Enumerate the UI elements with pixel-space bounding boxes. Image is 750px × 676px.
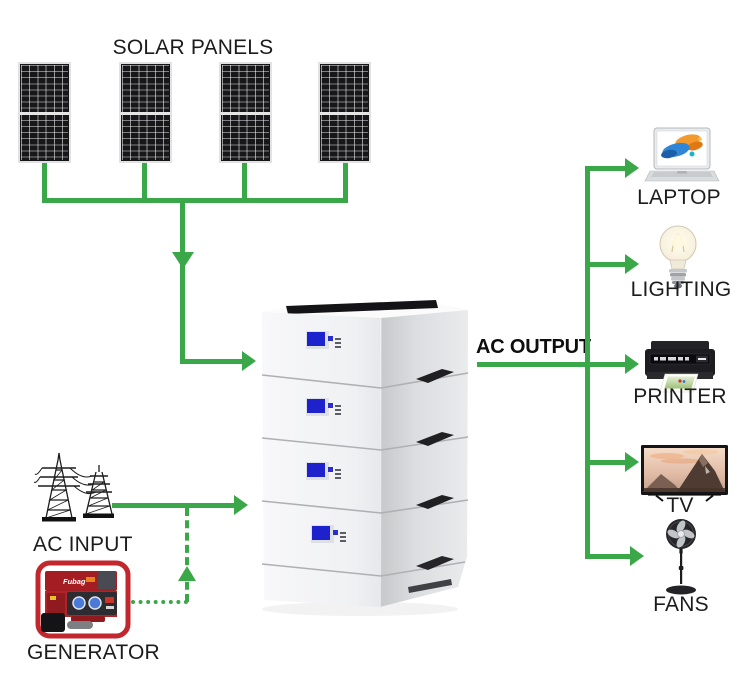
wire-solar-bus [42,198,348,203]
lightbulb-icon [659,225,697,289]
module-handle [416,495,454,509]
wire-branch-laptop [585,166,625,171]
laptop-icon [644,127,720,182]
wire-generator-dotted-horizontal [131,600,188,604]
arrow-right-icon [630,546,644,566]
wire-branch-lighting [585,262,625,267]
battery-top-cover [286,300,438,314]
solar-panel-icon [119,62,172,163]
generator-icon: Fubag [35,560,131,639]
module-handle [416,432,454,446]
arrow-right-icon [625,354,639,374]
arrow-up-icon [178,566,196,581]
tv-label: TV [666,494,694,517]
tv-icon [641,445,728,502]
battery-display [306,331,341,349]
arrow-right-icon [625,158,639,178]
wire-solar-to-battery-vertical [180,198,185,364]
lighting-label: LIGHTING [630,278,732,301]
base-vent-slot [408,579,452,593]
generator-brand-text: Fubag [63,577,86,586]
wire-panel4-drop [343,163,348,201]
battery-display [306,398,341,416]
arrow-down-icon [172,252,194,269]
wire-generator-dashed-vertical [185,508,189,602]
wire-branch-fans [585,554,630,559]
ac-input-label: AC INPUT [33,533,133,556]
generator-label: GENERATOR [27,641,160,664]
printer-icon [645,341,715,393]
arrow-right-icon [625,254,639,274]
laptop-label: LAPTOP [637,186,721,209]
wire-panel2-drop [142,163,147,201]
solar-panels-title: SOLAR PANELS [112,36,274,59]
module-handle [416,556,454,570]
battery-storage-tower [261,300,469,616]
pedestal-fan-icon [666,519,696,595]
wire-ac-output-main [477,362,625,367]
wire-panel1-drop [42,163,47,201]
wire-output-vertical-bus [585,166,590,559]
wire-branch-tv [585,460,625,465]
solar-panel-icon [318,62,371,163]
battery-display [306,462,341,480]
wire-panel3-drop [242,163,247,201]
arrow-right-icon [625,452,639,472]
fans-label: FANS [653,593,709,616]
module-handle [416,369,454,383]
ac-output-label: AC OUTPUT [476,336,591,358]
power-grid-towers-icon [34,452,114,522]
solar-panel-icon [18,62,71,163]
arrow-right-icon [234,495,248,515]
wire-ac-input [112,503,234,508]
solar-panel-icon [219,62,272,163]
battery-display [311,525,346,543]
wire-solar-to-battery-horizontal [180,359,242,364]
printer-label: PRINTER [633,385,727,408]
arrow-right-icon [242,351,256,371]
